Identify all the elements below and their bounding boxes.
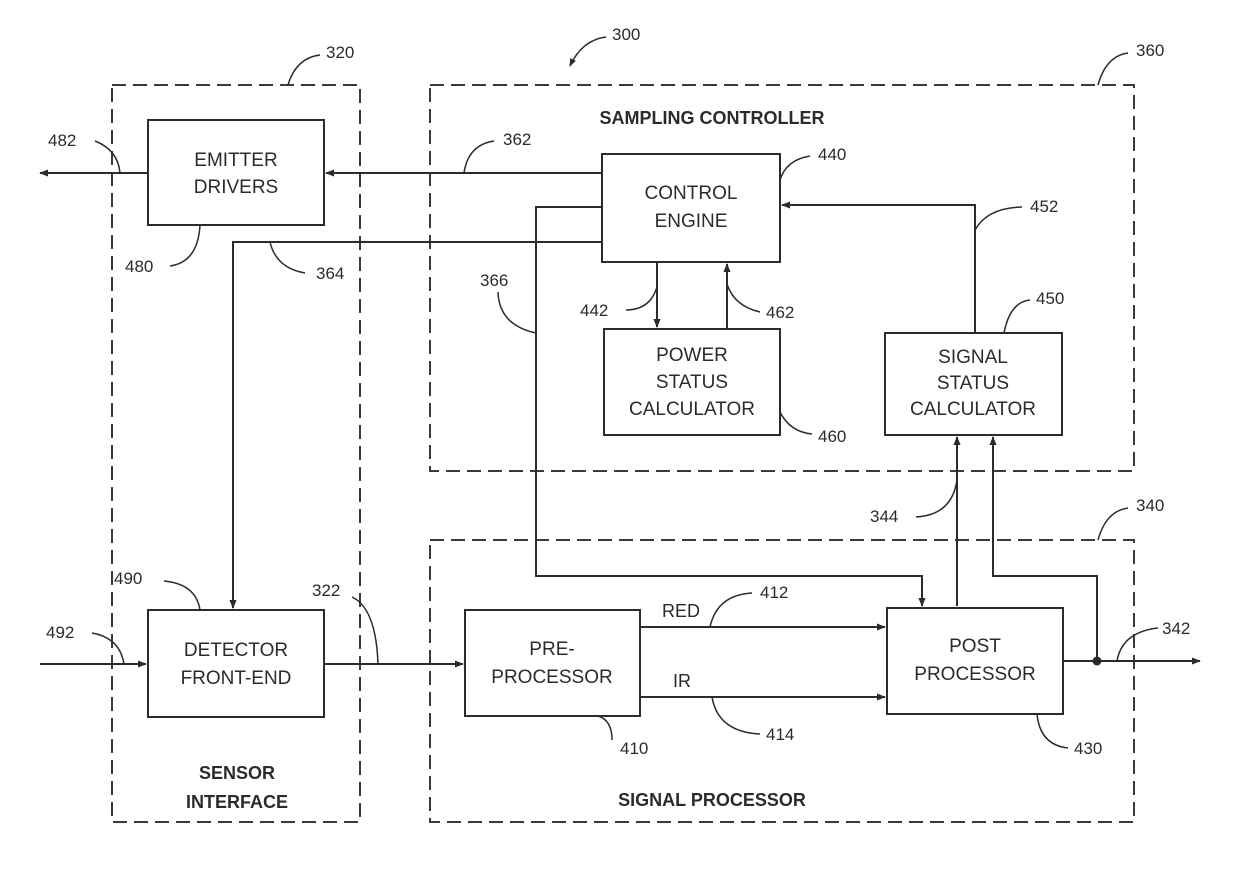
power-status-label-line2: STATUS bbox=[656, 372, 728, 393]
signal-processor-title: SIGNAL PROCESSOR bbox=[618, 790, 806, 810]
leader-442 bbox=[626, 287, 657, 310]
leader-320 bbox=[288, 55, 320, 85]
control-engine-block: CONTROL ENGINE bbox=[602, 154, 780, 262]
ref-414: 414 bbox=[766, 725, 794, 744]
power-status-label-line1: POWER bbox=[656, 345, 728, 366]
ref-340: 340 bbox=[1136, 496, 1164, 515]
signal-status-label-line3: CALCULATOR bbox=[910, 399, 1036, 420]
leader-430 bbox=[1037, 714, 1068, 748]
ref-440: 440 bbox=[818, 145, 846, 164]
detector-front-end-label-line2: FRONT-END bbox=[181, 668, 292, 689]
power-status-calculator-block: POWER STATUS CALCULATOR bbox=[604, 329, 780, 435]
post-processor-block: POST PROCESSOR bbox=[887, 608, 1063, 714]
junction-dot bbox=[1093, 657, 1102, 666]
leader-322 bbox=[352, 597, 378, 664]
ref-462: 462 bbox=[766, 303, 794, 322]
ref-450: 450 bbox=[1036, 289, 1064, 308]
signal-status-label-line1: SIGNAL bbox=[938, 347, 1008, 368]
red-signal-label: RED bbox=[662, 601, 700, 621]
ref-322: 322 bbox=[312, 581, 340, 600]
ir-signal-label: IR bbox=[673, 671, 691, 691]
sensor-interface-title-line2: INTERFACE bbox=[186, 792, 288, 812]
ref-430: 430 bbox=[1074, 739, 1102, 758]
ref-480: 480 bbox=[125, 257, 153, 276]
control-engine-label-line1: CONTROL bbox=[645, 183, 738, 204]
wire-364 bbox=[233, 242, 602, 608]
leader-410 bbox=[598, 716, 612, 740]
wire-452 bbox=[782, 205, 975, 333]
ref-360: 360 bbox=[1136, 41, 1164, 60]
ref-366: 366 bbox=[480, 271, 508, 290]
leader-344 bbox=[916, 480, 957, 517]
ref-452: 452 bbox=[1030, 197, 1058, 216]
power-status-label-line3: CALCULATOR bbox=[629, 399, 755, 420]
ref-410: 410 bbox=[620, 739, 648, 758]
post-processor-label-line1: POST bbox=[949, 636, 1001, 657]
signal-status-calculator-block: SIGNAL STATUS CALCULATOR bbox=[885, 333, 1062, 435]
ref-442: 442 bbox=[580, 301, 608, 320]
leader-300 bbox=[570, 37, 606, 66]
leader-412 bbox=[710, 593, 752, 627]
ref-362: 362 bbox=[503, 130, 531, 149]
ref-320: 320 bbox=[326, 43, 354, 62]
ref-344: 344 bbox=[870, 507, 898, 526]
leader-366 bbox=[498, 292, 536, 333]
leader-452 bbox=[975, 207, 1022, 230]
leader-340 bbox=[1098, 508, 1128, 540]
leader-460 bbox=[780, 412, 812, 434]
pre-processor-label-line1: PRE- bbox=[529, 639, 574, 660]
ref-342: 342 bbox=[1162, 619, 1190, 638]
detector-front-end-block: DETECTOR FRONT-END bbox=[148, 610, 324, 717]
leader-480 bbox=[170, 225, 200, 266]
ref-492: 492 bbox=[46, 623, 74, 642]
leader-450 bbox=[1004, 300, 1030, 333]
emitter-drivers-label-line1: EMITTER bbox=[194, 150, 277, 171]
signal-status-label-line2: STATUS bbox=[937, 373, 1009, 394]
leader-414 bbox=[712, 697, 760, 734]
control-engine-label-line2: ENGINE bbox=[655, 211, 728, 232]
pre-processor-label-line2: PROCESSOR bbox=[491, 667, 612, 688]
emitter-drivers-label-line2: DRIVERS bbox=[194, 177, 278, 198]
ref-482: 482 bbox=[48, 131, 76, 150]
leader-490 bbox=[164, 581, 200, 610]
leader-482 bbox=[95, 141, 120, 173]
ref-364: 364 bbox=[316, 264, 344, 283]
leader-362 bbox=[464, 141, 494, 173]
post-processor-label-line2: PROCESSOR bbox=[914, 664, 1035, 685]
leader-462 bbox=[727, 284, 760, 312]
leader-364 bbox=[270, 242, 305, 273]
pre-processor-block: PRE- PROCESSOR bbox=[465, 610, 640, 716]
ref-490: 490 bbox=[114, 569, 142, 588]
ref-300: 300 bbox=[612, 25, 640, 44]
sensor-interface-title-line1: SENSOR bbox=[199, 763, 275, 783]
ref-460: 460 bbox=[818, 427, 846, 446]
emitter-drivers-block: EMITTER DRIVERS bbox=[148, 120, 324, 225]
sampling-controller-title: SAMPLING CONTROLLER bbox=[600, 108, 825, 128]
ref-412: 412 bbox=[760, 583, 788, 602]
leader-360 bbox=[1098, 53, 1128, 85]
leader-342 bbox=[1117, 628, 1158, 661]
leader-440 bbox=[780, 156, 810, 180]
detector-front-end-label-line1: DETECTOR bbox=[184, 640, 288, 661]
leader-492 bbox=[92, 633, 124, 664]
